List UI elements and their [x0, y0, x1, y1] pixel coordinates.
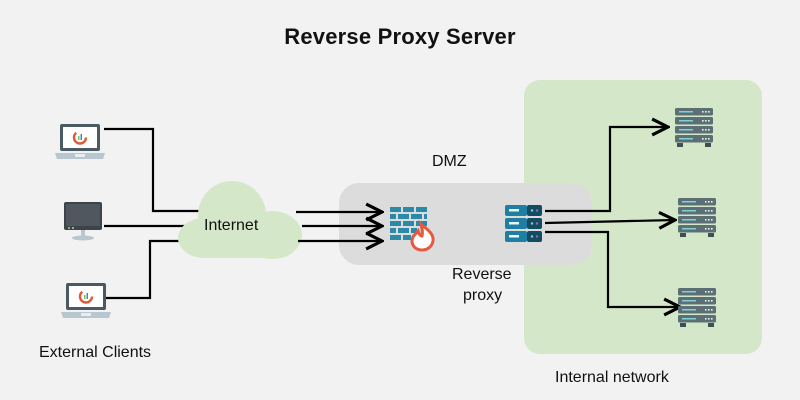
connector-laptop1	[104, 127, 210, 213]
internal-network-zone	[524, 80, 762, 354]
dmz-zone	[339, 183, 592, 265]
proxy-to-backend-connections	[544, 127, 680, 307]
internal-network-label: Internal network	[555, 369, 669, 386]
cloud-icon	[178, 181, 302, 259]
server-rack-icon	[675, 108, 713, 147]
laptop-icon	[61, 283, 111, 318]
laptop-icon	[55, 124, 105, 159]
server-rack-icon	[678, 198, 716, 237]
internet-label: Internet	[204, 217, 259, 234]
server-rack-icon	[678, 288, 716, 327]
firewall-icon	[390, 207, 435, 252]
flame-icon	[410, 219, 435, 252]
external-clients-label: External Clients	[39, 344, 152, 361]
reverse-proxy-label-line1: Reverse	[452, 266, 512, 283]
server-stack-icon	[505, 205, 542, 242]
internet-to-firewall-connections	[296, 212, 382, 241]
desktop-monitor-icon	[64, 202, 102, 241]
diagram-title: Reverse Proxy Server	[284, 24, 516, 49]
client-connections	[104, 127, 210, 300]
reverse-proxy-label-line2: proxy	[463, 287, 503, 304]
dmz-label: DMZ	[432, 153, 467, 170]
